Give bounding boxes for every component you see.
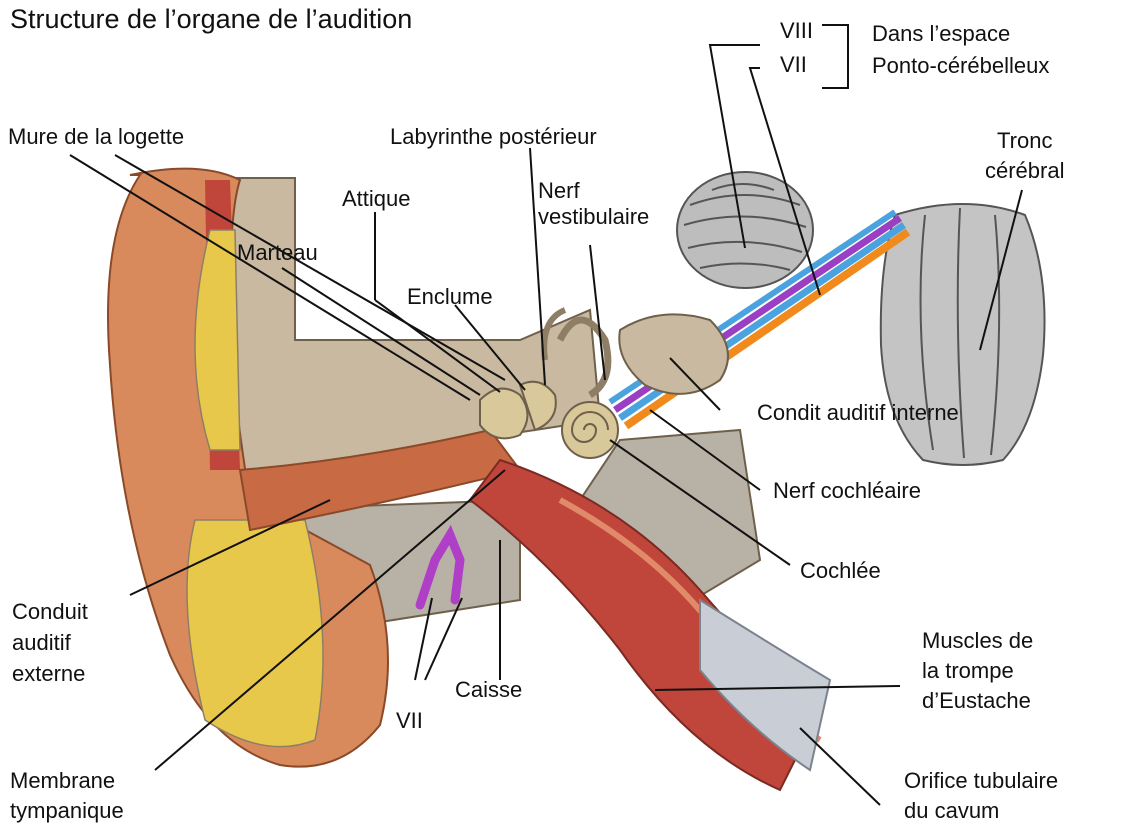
cochlea [562,402,618,458]
label-viii: VIII [780,18,813,44]
label-conduit-line3: externe [12,658,88,689]
label-enclume: Enclume [407,284,493,310]
label-labyrinthe-posterieur: Labyrinthe postérieur [390,124,597,150]
label-conduit-line2: auditif [12,627,88,658]
label-membrane-line1: Membrane [10,766,124,796]
label-muscles-line1: Muscles de [922,626,1033,656]
label-mure-de-la-logette: Mure de la logette [8,124,184,150]
label-dans-espace-line2: Ponto-cérébelleux [872,50,1049,82]
label-conduit-auditif-externe: Conduit auditif externe [12,596,88,689]
label-tronc-cerebral-line2: cérébral [985,156,1064,186]
label-membrane-line2: tympanique [10,796,124,826]
label-dans-espace-ponto-cerebelleux: Dans l’espace Ponto-cérébelleux [872,18,1049,82]
cerebellum [677,172,813,288]
label-muscles-trompe-eustache: Muscles de la trompe d’Eustache [922,626,1033,716]
label-orifice-line2: du cavum [904,796,1058,826]
label-conduit-line1: Conduit [12,596,88,627]
label-dans-espace-line1: Dans l’espace [872,18,1049,50]
label-membrane-tympanique: Membrane tympanique [10,766,124,826]
bracket [822,25,848,88]
label-marteau: Marteau [237,240,318,266]
label-cochlee: Cochlée [800,558,881,584]
label-condit-auditif-interne: Condit auditif interne [757,400,959,426]
label-caisse: Caisse [455,677,522,703]
label-orifice-line1: Orifice tubulaire [904,766,1058,796]
label-nerf-vestibulaire: Nerf vestibulaire [538,178,649,230]
label-attique: Attique [342,186,411,212]
label-muscles-line2: la trompe [922,656,1033,686]
label-orifice-tubulaire-du-cavum: Orifice tubulaire du cavum [904,766,1058,826]
label-tronc-cerebral-line1: Tronc [985,126,1064,156]
label-tronc-cerebral: Tronc cérébral [985,126,1064,186]
label-nerf-cochleaire: Nerf cochléaire [773,478,921,504]
label-muscles-line3: d’Eustache [922,686,1033,716]
label-vii-top: VII [780,52,807,78]
label-nerf-vestibulaire-line1: Nerf [538,178,649,204]
label-vii-bottom: VII [396,708,423,734]
label-nerf-vestibulaire-line2: vestibulaire [538,204,649,230]
diagram-title: Structure de l’organe de l’audition [10,4,412,34]
